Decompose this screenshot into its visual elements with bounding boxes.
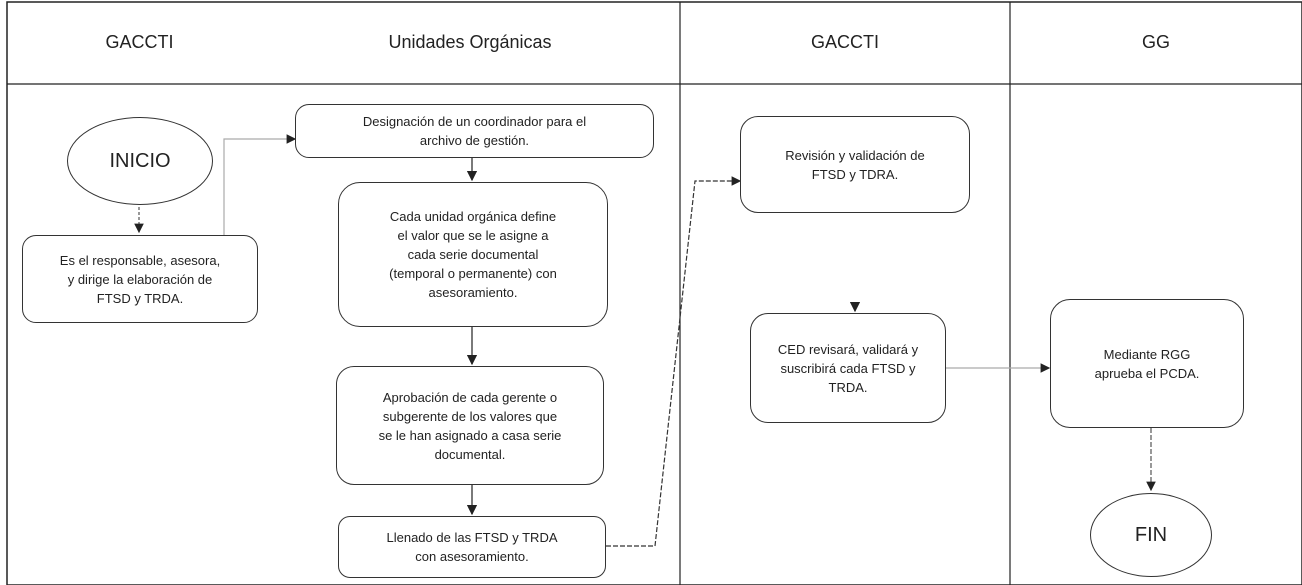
node-rgg-aprueba-pcda: Mediante RGG aprueba el PCDA.: [1050, 299, 1244, 428]
diagram-frame: [6, 1, 1302, 585]
node-designacion-coordinador: Designación de un coordinador para el ar…: [295, 104, 654, 158]
lane-header-gg: GG: [1141, 32, 1170, 52]
start-node: INICIO: [67, 117, 213, 205]
node-aprobacion-gerente: Aprobación de cada gerente o subgerente …: [336, 366, 604, 485]
node-ced-revisara: CED revisará, validará y suscribirá cada…: [750, 313, 946, 423]
lane-header-unidades-organicas: Unidades Orgánicas: [388, 32, 552, 52]
end-node: FIN: [1090, 493, 1212, 577]
node-gaccti-responsable: Es el responsable, asesora, y dirige la …: [22, 235, 258, 323]
node-revision-validacion: Revisión y validación de FTSD y TDRA.: [740, 116, 970, 213]
node-llenado-ftsd-trda: Llenado de las FTSD y TRDA con asesorami…: [338, 516, 606, 578]
lane-header-gaccti-1: GACCTI: [105, 32, 174, 52]
node-define-valor: Cada unidad orgánica define el valor que…: [338, 182, 608, 327]
arrow-llenado-to-revision: [606, 176, 742, 547]
lane-header-gaccti-2: GACCTI: [810, 32, 879, 52]
arrow-responsable-to-designacion: [223, 134, 297, 242]
